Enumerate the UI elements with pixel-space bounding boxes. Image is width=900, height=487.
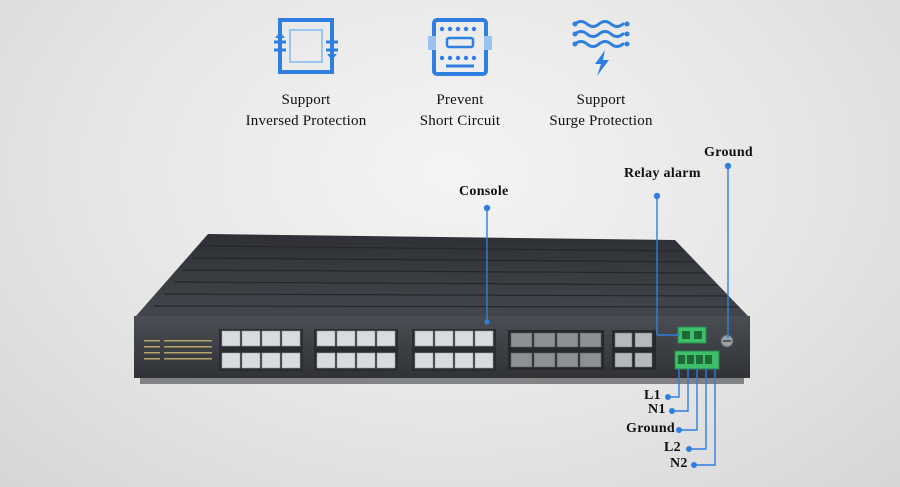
n2-callout-line [694, 368, 716, 466]
feature-line1: Support [576, 92, 626, 108]
n2-label: N2 [670, 456, 688, 471]
power-terminal-block [674, 350, 720, 370]
ground-bottom-callout-dot [676, 427, 682, 433]
ground-screw [720, 334, 734, 348]
ground-bottom-callout-line [679, 368, 698, 431]
ground-bottom-label: Ground [626, 421, 676, 436]
feature-short-circuit: Prevent Short Circuit [380, 14, 540, 132]
console-label: Console [459, 184, 509, 199]
console-callout-dot [483, 204, 491, 212]
l1-callout-dot [665, 394, 671, 400]
l1-callout-line [668, 368, 680, 398]
circuit-board-icon [428, 18, 492, 76]
l2-label: L2 [664, 440, 681, 455]
rj45-port-group-1 [219, 329, 303, 371]
relay-alarm-callout-dot [653, 192, 661, 200]
uplink-port-group [612, 330, 656, 370]
n1-label: N1 [648, 402, 666, 417]
n2-callout-dot [691, 462, 697, 468]
sfp-port-group [508, 330, 604, 370]
feature-line2: Inversed Protection [245, 113, 367, 129]
n1-callout-dot [669, 408, 675, 414]
l2-callout-line [689, 368, 707, 450]
feature-line1: Support [281, 92, 331, 108]
rj45-port-group-2 [314, 329, 398, 371]
chassis-heatsink-fins [153, 245, 740, 308]
ground-top-label: Ground [704, 145, 754, 160]
reverse-protection-icon [274, 18, 338, 74]
feature-line2: Surge Protection [549, 113, 653, 129]
l2-callout-dot [686, 446, 692, 452]
console-callout-dot [484, 319, 490, 325]
n1-callout-line [672, 368, 689, 412]
relay-alarm-label: Relay alarm [624, 166, 701, 181]
feature-surge-protection: Support Surge Protection [521, 14, 681, 132]
rj45-port-group-3 [412, 329, 496, 371]
feature-line1: Prevent [436, 92, 484, 108]
ground-callout-dot [724, 162, 732, 170]
led-status-panel [144, 340, 212, 360]
relay-alarm-terminal [677, 326, 707, 344]
surge-lightning-icon [572, 20, 630, 76]
chassis-bottom-shadow [140, 378, 744, 384]
feature-line2: Short Circuit [419, 113, 501, 129]
feature-inversed-protection: Support Inversed Protection [226, 14, 386, 132]
l1-label: L1 [644, 388, 661, 403]
